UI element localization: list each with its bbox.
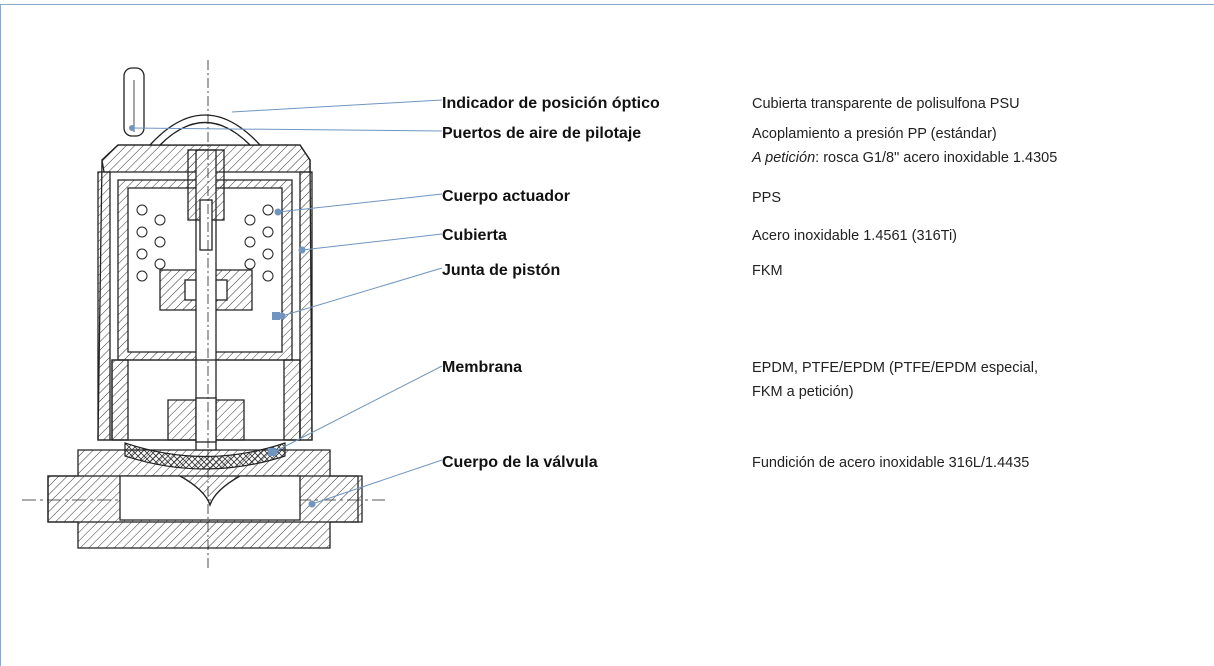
leader-lines bbox=[129, 99, 443, 508]
desc-line: A petición: rosca G1/8" acero inoxidable… bbox=[752, 146, 1057, 170]
label-puertos-aire: Puertos de aire de pilotaje bbox=[442, 125, 642, 142]
desc-line: Fundición de acero inoxidable 316L/1.443… bbox=[752, 455, 1030, 471]
actuator bbox=[97, 60, 313, 456]
diagram-frame bbox=[0, 4, 1214, 666]
desc-cuerpo-actuador: PPS bbox=[752, 186, 781, 210]
label-membrana: Membrana bbox=[442, 359, 523, 376]
desc-junta-piston: FKM bbox=[752, 259, 783, 283]
valve-body bbox=[22, 449, 385, 570]
desc-line: Cubierta transparente de polisulfona PSU bbox=[752, 96, 1020, 112]
label-cubierta: Cubierta bbox=[442, 227, 507, 244]
desc-italic: A petición bbox=[752, 150, 816, 166]
desc-line: Acero inoxidable 1.4561 (316Ti) bbox=[752, 228, 958, 244]
membrane bbox=[124, 442, 286, 470]
label-indicador-posicion: Indicador de posición óptico bbox=[442, 95, 660, 112]
desc-membrana: EPDM, PTFE/EPDM (PTFE/EPDM especial, FKM… bbox=[752, 356, 1038, 404]
desc-line: FKM a petición) bbox=[752, 384, 854, 400]
desc-puertos-aire: Acoplamiento a presión PP (estándar) A p… bbox=[752, 122, 1057, 170]
label-cuerpo-actuador: Cuerpo actuador bbox=[442, 188, 571, 205]
desc-rest: : rosca G1/8" acero inoxidable 1.4305 bbox=[815, 150, 1058, 166]
desc-line: EPDM, PTFE/EPDM (PTFE/EPDM especial, bbox=[752, 360, 1039, 376]
desc-indicador-posicion: Cubierta transparente de polisulfona PSU bbox=[752, 92, 1020, 116]
label-cuerpo-valvula: Cuerpo de la válvula bbox=[442, 454, 598, 471]
label-junta-piston: Junta de pistón bbox=[442, 262, 561, 279]
desc-line: Acoplamiento a presión PP (estándar) bbox=[752, 126, 997, 142]
desc-cuerpo-valvula: Fundición de acero inoxidable 316L/1.443… bbox=[752, 451, 1029, 475]
desc-cubierta: Acero inoxidable 1.4561 (316Ti) bbox=[752, 224, 957, 248]
desc-line: PPS bbox=[752, 190, 782, 206]
desc-line: FKM bbox=[752, 263, 783, 279]
